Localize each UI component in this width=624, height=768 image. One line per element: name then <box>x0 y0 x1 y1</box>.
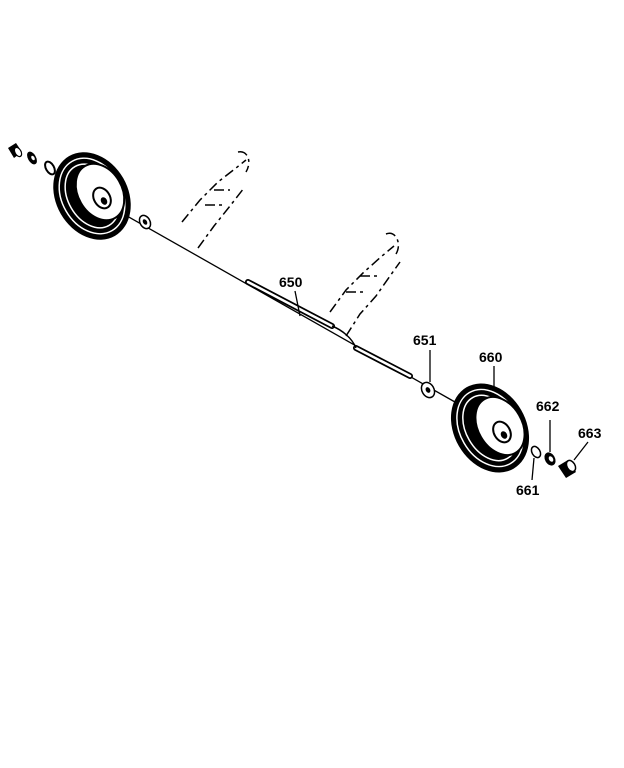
wheel <box>450 383 530 473</box>
label-662: 662 <box>536 398 560 414</box>
axle-washer <box>420 381 436 399</box>
axle <box>245 279 413 379</box>
wheel-washer <box>530 445 542 459</box>
leader-lines <box>294 290 589 481</box>
label-663: 663 <box>578 425 602 441</box>
label-661: 661 <box>516 482 540 498</box>
label-651: 651 <box>413 332 437 348</box>
frame-outline-lower <box>329 232 401 337</box>
bushing <box>544 452 556 466</box>
hub-cap <box>558 459 577 478</box>
frame-outline-upper <box>181 151 250 249</box>
label-650: 650 <box>279 274 303 290</box>
axle-washer-left <box>138 214 152 230</box>
label-660: 660 <box>479 349 503 365</box>
left-hardware <box>8 143 56 176</box>
wheel-left <box>53 152 131 240</box>
